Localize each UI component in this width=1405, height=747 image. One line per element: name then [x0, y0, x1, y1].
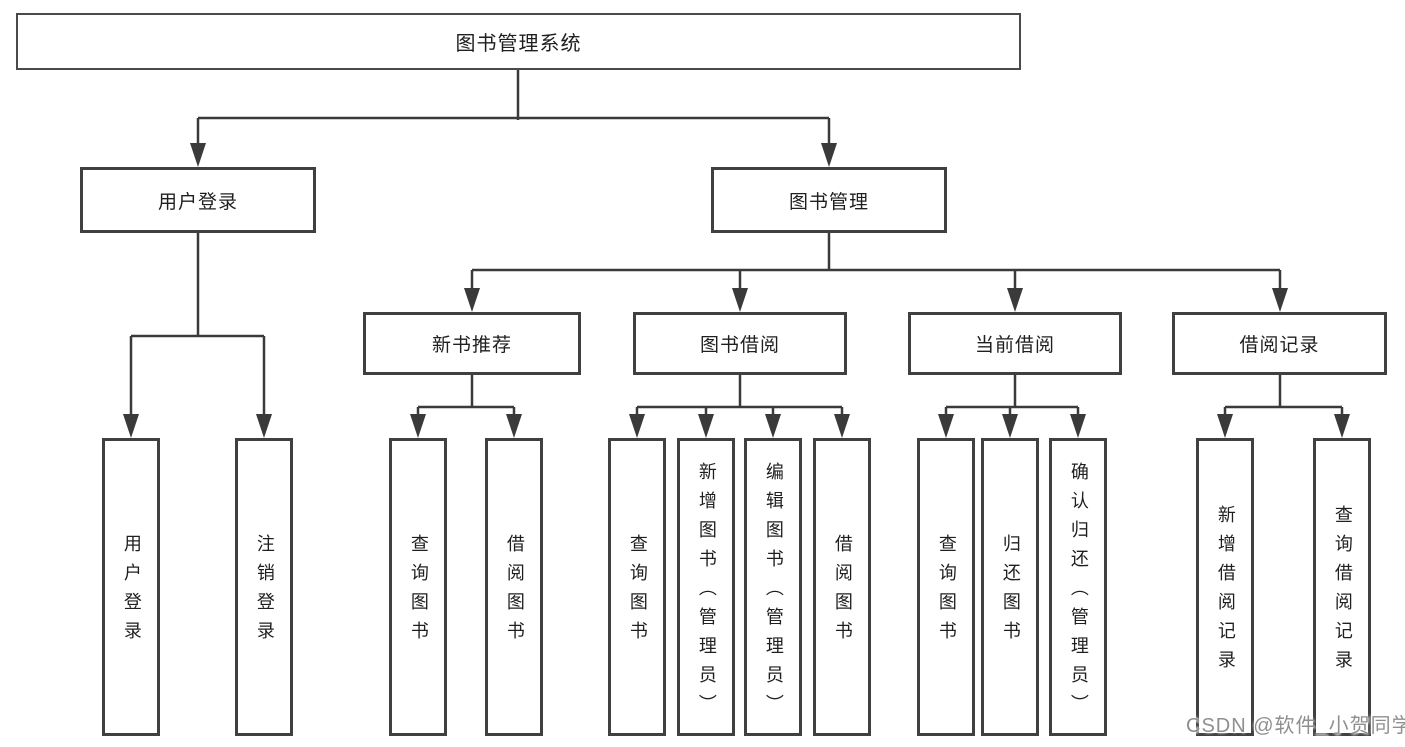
leaf-user-login: 用户登录 — [102, 438, 160, 736]
connector-userlogin-drops — [129, 336, 266, 416]
leaf-bb-borrow-books-label: 借阅图书 — [832, 534, 853, 650]
node-current-borrowing: 当前借阅 — [908, 312, 1122, 375]
leaf-cb-confirm-return-admin-label: 确认归还（管理员） — [1068, 461, 1089, 723]
node-borrowing-records: 借阅记录 — [1172, 312, 1387, 375]
node-new-book-recommend-label: 新书推荐 — [431, 335, 512, 356]
leaf-nbr-borrow-books-label: 借阅图书 — [504, 534, 525, 650]
leaf-user-login-label: 用户登录 — [121, 534, 142, 650]
leaf-cb-query-books-label: 查询图书 — [936, 534, 957, 650]
leaf-nbr-query-books: 查询图书 — [389, 438, 447, 736]
leaf-logout: 注销登录 — [235, 438, 293, 736]
leaf-cb-return-books: 归还图书 — [981, 438, 1039, 736]
leaf-bb-query-books-label: 查询图书 — [627, 534, 648, 650]
leaf-bb-borrow-books: 借阅图书 — [813, 438, 871, 736]
leaf-nbr-query-books-label: 查询图书 — [408, 534, 429, 650]
leaf-cb-query-books: 查询图书 — [917, 438, 975, 736]
leaf-br-add-record-label: 新增借阅记录 — [1215, 505, 1236, 679]
arrowheads — [123, 143, 1350, 438]
connector-level4-drops — [416, 407, 1344, 416]
leaf-br-query-record-label: 查询借阅记录 — [1332, 505, 1353, 679]
node-borrowing-records-label: 借阅记录 — [1239, 335, 1320, 356]
node-book-borrowing-label: 图书借阅 — [699, 335, 780, 356]
node-book-management-label: 图书管理 — [788, 191, 869, 213]
leaf-cb-return-books-label: 归还图书 — [1000, 534, 1021, 650]
csdn-watermark: CSDN @软件_小贺同学 — [1186, 715, 1405, 737]
node-root-label: 图书管理系统 — [455, 33, 582, 55]
node-root: 图书管理系统 — [16, 13, 1021, 70]
node-user-login: 用户登录 — [80, 167, 316, 233]
leaf-logout-label: 注销登录 — [254, 534, 275, 650]
node-new-book-recommend: 新书推荐 — [363, 312, 581, 375]
leaf-bb-edit-books-admin-label: 编辑图书（管理员） — [763, 461, 784, 723]
leaf-bb-add-books-admin-label: 新增图书（管理员） — [696, 461, 717, 723]
leaf-br-query-record: 查询借阅记录 — [1313, 438, 1371, 736]
node-current-borrowing-label: 当前借阅 — [974, 335, 1055, 356]
leaf-bb-query-books: 查询图书 — [608, 438, 666, 736]
node-user-login-label: 用户登录 — [157, 191, 238, 213]
connector-level3-stems — [470, 375, 1282, 407]
leaf-cb-confirm-return-admin: 确认归还（管理员） — [1049, 438, 1107, 736]
leaf-nbr-borrow-books: 借阅图书 — [485, 438, 543, 736]
node-book-management: 图书管理 — [711, 167, 947, 233]
leaf-br-add-record: 新增借阅记录 — [1196, 438, 1254, 736]
connector-level2-drops — [470, 270, 1282, 290]
leaf-bb-add-books-admin: 新增图书（管理员） — [677, 438, 735, 736]
node-book-borrowing: 图书借阅 — [633, 312, 847, 375]
leaf-bb-edit-books-admin: 编辑图书（管理员） — [744, 438, 802, 736]
